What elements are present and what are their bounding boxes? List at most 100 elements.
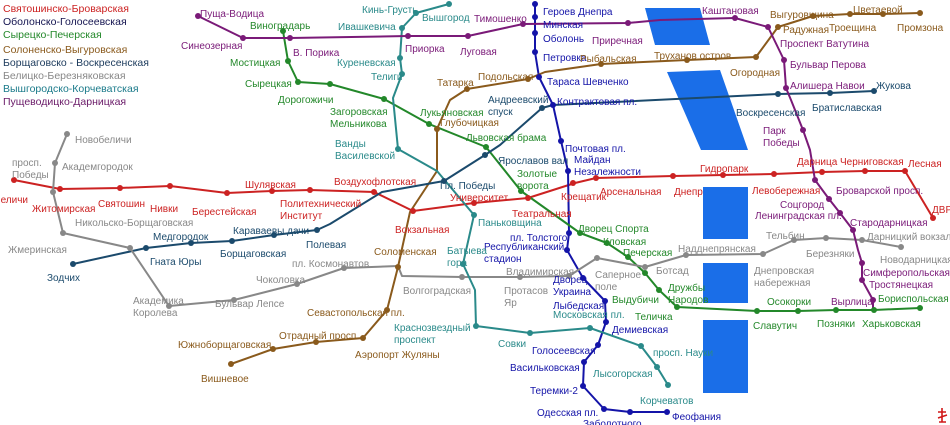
station-dot[interactable] bbox=[294, 281, 300, 287]
station-label[interactable]: Тараса Шевченко bbox=[547, 77, 629, 88]
station-dot[interactable] bbox=[674, 304, 680, 310]
station-dot[interactable] bbox=[532, 14, 538, 20]
station-label[interactable]: Почтовая пл. bbox=[565, 144, 626, 155]
station-label[interactable]: Севастопольская пл. bbox=[307, 308, 405, 319]
station-dot[interactable] bbox=[313, 339, 319, 345]
station-dot[interactable] bbox=[587, 325, 593, 331]
station-dot[interactable] bbox=[287, 35, 293, 41]
station-dot[interactable] bbox=[195, 13, 201, 19]
station-dot[interactable] bbox=[638, 343, 644, 349]
station-label[interactable]: Жукова bbox=[876, 81, 911, 92]
station-label[interactable]: Воскресенская bbox=[736, 108, 805, 119]
station-label[interactable]: Волгоградская bbox=[403, 286, 471, 297]
station-label[interactable]: Надднепрянская bbox=[678, 244, 756, 255]
station-dot[interactable] bbox=[426, 121, 432, 127]
station-dot[interactable] bbox=[930, 215, 936, 221]
station-label[interactable]: Жмеринская bbox=[8, 245, 67, 256]
station-dot[interactable] bbox=[598, 61, 604, 67]
station-dot[interactable] bbox=[52, 160, 58, 166]
station-dot[interactable] bbox=[550, 102, 556, 108]
station-dot[interactable] bbox=[127, 245, 133, 251]
station-label[interactable]: Цветаевой bbox=[853, 5, 903, 16]
station-dot[interactable] bbox=[775, 24, 781, 30]
station-dot[interactable] bbox=[231, 297, 237, 303]
station-label[interactable]: Дорогожичи bbox=[278, 95, 334, 106]
station-label[interactable]: Медгородок bbox=[153, 232, 209, 243]
station-label[interactable]: Ленинградская пл. bbox=[755, 211, 842, 222]
station-label[interactable]: Рыбальская bbox=[580, 53, 637, 65]
station-label[interactable]: Черниговская bbox=[840, 157, 904, 168]
station-label[interactable]: Беличи bbox=[0, 195, 28, 206]
station-label[interactable]: Теремки-2 bbox=[530, 386, 578, 397]
station-label[interactable]: Лыбедская bbox=[553, 300, 604, 312]
station-dot[interactable] bbox=[594, 255, 600, 261]
station-label[interactable]: Ярославов вал bbox=[498, 156, 568, 167]
station-dot[interactable] bbox=[525, 76, 531, 82]
station-dot[interactable] bbox=[532, 49, 538, 55]
station-dot[interactable] bbox=[847, 11, 853, 17]
station-label[interactable]: Феофания bbox=[672, 411, 721, 423]
station-dot[interactable] bbox=[60, 230, 66, 236]
station-dot[interactable] bbox=[656, 287, 662, 293]
station-dot[interactable] bbox=[775, 91, 781, 97]
station-label[interactable]: Татарка bbox=[437, 78, 474, 89]
station-dot[interactable] bbox=[395, 146, 401, 152]
station-label[interactable]: Пл. Победы bbox=[440, 180, 495, 192]
station-dot[interactable] bbox=[566, 230, 572, 236]
station-label[interactable]: Совки bbox=[498, 339, 526, 350]
station-label[interactable]: Тростянецкая bbox=[869, 280, 933, 291]
station-dot[interactable] bbox=[595, 342, 601, 348]
station-label[interactable]: Владимирская bbox=[506, 267, 574, 278]
station-dot[interactable] bbox=[532, 30, 538, 36]
station-dot[interactable] bbox=[314, 227, 320, 233]
station-label[interactable]: Лукьяновская bbox=[420, 108, 484, 119]
station-dot[interactable] bbox=[837, 210, 843, 216]
station-label[interactable]: Выдубичи bbox=[612, 294, 659, 306]
station-label[interactable]: Никольско-Борщаговская bbox=[75, 218, 193, 229]
station-label[interactable]: Гната Юры bbox=[150, 257, 201, 268]
station-dot[interactable] bbox=[188, 240, 194, 246]
station-label[interactable]: Телиги bbox=[371, 72, 402, 83]
station-label[interactable]: Глубочицкая bbox=[440, 117, 499, 129]
station-dot[interactable] bbox=[601, 406, 607, 412]
station-label[interactable]: Театральная bbox=[512, 209, 572, 220]
station-dot[interactable] bbox=[413, 10, 419, 16]
station-dot[interactable] bbox=[228, 361, 234, 367]
station-dot[interactable] bbox=[577, 230, 583, 236]
station-label[interactable]: Соцгород bbox=[780, 200, 824, 211]
station-label[interactable]: Дворец Спорта bbox=[578, 224, 649, 235]
station-dot[interactable] bbox=[464, 86, 470, 92]
station-label[interactable]: Бульвар Лепсе bbox=[215, 299, 285, 310]
station-label[interactable]: Крещатик bbox=[561, 192, 607, 203]
station-label[interactable]: просп.Победы bbox=[12, 158, 49, 181]
station-dot[interactable] bbox=[520, 21, 526, 27]
station-label[interactable]: Броварской просп. bbox=[836, 186, 923, 197]
station-label[interactable]: Васильковская bbox=[510, 363, 580, 374]
station-dot[interactable] bbox=[285, 58, 291, 64]
station-dot[interactable] bbox=[482, 152, 488, 158]
station-label[interactable]: Тельбин bbox=[766, 230, 805, 242]
station-label[interactable]: Ивашкевича bbox=[338, 22, 396, 33]
station-label[interactable]: Дарницкий вокзал bbox=[867, 232, 950, 243]
station-dot[interactable] bbox=[603, 319, 609, 325]
station-label[interactable]: Борщаговская bbox=[220, 249, 286, 260]
station-dot[interactable] bbox=[460, 261, 466, 267]
station-label[interactable]: Шулявская bbox=[245, 180, 296, 191]
station-dot[interactable] bbox=[670, 173, 676, 179]
station-label[interactable]: Подольская bbox=[478, 72, 533, 83]
station-dot[interactable] bbox=[11, 177, 17, 183]
station-label[interactable]: Паньковщина bbox=[478, 218, 542, 229]
station-dot[interactable] bbox=[665, 382, 671, 388]
station-label[interactable]: Выгуровщина bbox=[770, 10, 834, 21]
station-label[interactable]: Новобеличи bbox=[75, 134, 132, 146]
station-label[interactable]: Отрадный просп. bbox=[279, 331, 359, 342]
station-label[interactable]: Радужная bbox=[783, 25, 829, 36]
station-label[interactable]: Нивки bbox=[150, 204, 178, 215]
station-label[interactable]: просп. Науки bbox=[653, 348, 713, 359]
station-label[interactable]: пл. Космонавтов bbox=[292, 259, 369, 270]
